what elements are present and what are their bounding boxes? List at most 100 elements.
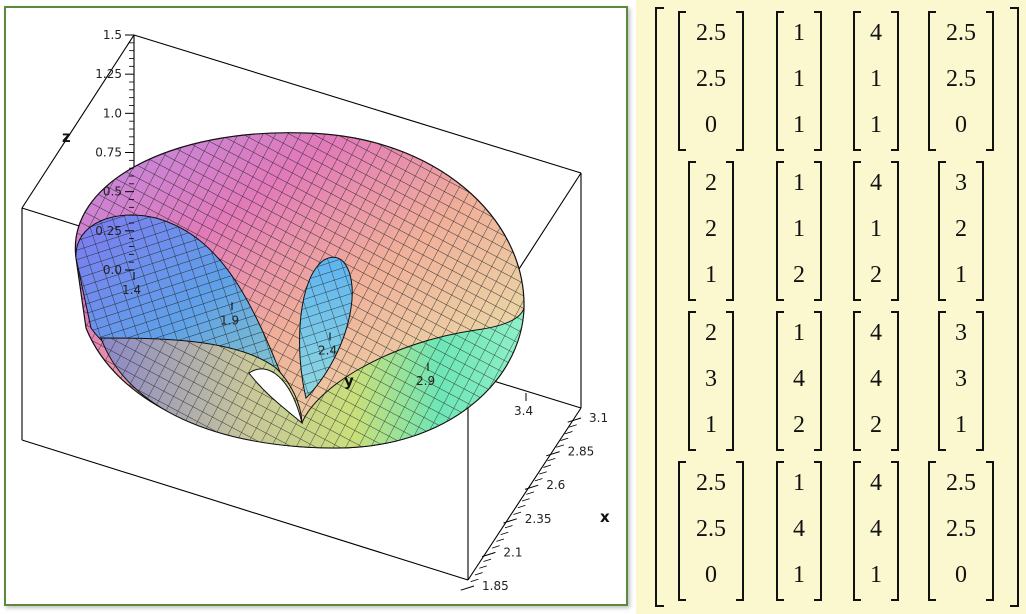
z-axis-label: z xyxy=(62,128,71,146)
matrix-cell: 1 xyxy=(793,170,805,196)
vector-bracket-right xyxy=(976,311,984,451)
matrix-cell: 1 xyxy=(870,216,882,242)
outer-bracket-left xyxy=(655,7,664,607)
vector-bracket-left xyxy=(688,311,696,451)
matrix-cell: 0 xyxy=(705,562,717,588)
vector-bracket-left xyxy=(938,311,946,451)
matrix-vector: 2.5 2.5 0 xyxy=(928,461,994,601)
matrix-cell: 1 xyxy=(793,112,805,138)
matrix-vector: 111 xyxy=(776,11,822,151)
matrix-cell: 0 xyxy=(955,562,967,588)
x-tick-label: 2.35 xyxy=(525,512,552,526)
vector-bracket-right xyxy=(726,311,734,451)
matrix-cell: 2.5 xyxy=(696,516,726,542)
matrix-cell: 3 xyxy=(955,320,967,346)
vector-bracket-left xyxy=(776,161,784,301)
z-axis-ticks: 1.51.251.00.750.50.250.0 xyxy=(95,28,134,277)
matrix-cell: 4 xyxy=(870,170,882,196)
vector-bracket-right xyxy=(726,161,734,301)
matrix-cell: 1 xyxy=(955,262,967,288)
vector-bracket-right xyxy=(891,461,899,601)
matrix-cell: 1 xyxy=(793,562,805,588)
vector-bracket-left xyxy=(776,311,784,451)
box-edge xyxy=(467,407,582,581)
y-axis-ticks: 1.41.92.42.93.4 xyxy=(122,272,533,418)
x-minor-tick xyxy=(547,457,556,462)
vector-bracket-right xyxy=(986,11,994,151)
vector-bracket-left xyxy=(678,461,686,601)
x-minor-tick xyxy=(517,504,526,509)
matrix-vector: 1 4 2 xyxy=(776,311,822,451)
x-major-tick xyxy=(503,518,517,524)
x-minor-tick xyxy=(543,464,552,468)
matrix-vector: 231 xyxy=(688,311,734,451)
matrix-cell: 2.5 xyxy=(946,516,976,542)
matrix-cell: 2.5 xyxy=(696,470,726,496)
matrix-cell: 1 xyxy=(870,112,882,138)
matrix-vector: 442 xyxy=(853,311,899,451)
matrix-cell: 4 xyxy=(793,516,805,542)
x-tick-label: 2.85 xyxy=(568,445,595,459)
matrix-cell: 2 xyxy=(955,216,967,242)
y-tick-label: 3.4 xyxy=(514,404,533,418)
vector-bracket-left xyxy=(678,11,686,151)
torus-3d-plot[interactable]: 1.51.251.00.750.50.250.0 3.12.852.62.352… xyxy=(6,8,626,604)
outer-bracket-right xyxy=(1010,7,1019,607)
matrix-cell: 3 xyxy=(705,366,717,392)
matrix-vector: 411 xyxy=(853,11,899,151)
matrix-cell: 1 xyxy=(793,216,805,242)
z-tick-label: 1.0 xyxy=(103,106,122,120)
box-edge xyxy=(21,34,135,209)
matrix-cell: 2.5 xyxy=(946,470,976,496)
matrix-vector: 331 xyxy=(938,311,984,451)
y-tick-label: 1.4 xyxy=(122,283,141,297)
vector-bracket-right xyxy=(814,11,822,151)
x-minor-tick xyxy=(479,565,487,569)
matrix-cell: 0 xyxy=(955,112,967,138)
torus-white-gap xyxy=(248,368,303,425)
vector-bracket-left xyxy=(776,11,784,151)
matrix-vector: 221 xyxy=(688,161,734,301)
matrix-vector: 2.52.50 xyxy=(928,11,994,151)
matrix-cell: 1 xyxy=(793,20,805,46)
vector-bracket-right xyxy=(736,11,744,151)
box-edge xyxy=(21,439,469,581)
vector-bracket-right xyxy=(736,461,744,601)
matrix-cells: 2.52.501114112.52.5022111241232123114244… xyxy=(678,11,994,601)
vector-bracket-right xyxy=(814,461,822,601)
x-tick-label: 3.1 xyxy=(589,411,608,425)
matrix-cell: 2 xyxy=(705,170,717,196)
x-minor-tick xyxy=(526,491,535,495)
z-tick-label: 0.5 xyxy=(103,185,122,199)
vector-bracket-right xyxy=(976,161,984,301)
vector-bracket-right xyxy=(891,161,899,301)
x-tick-label: 1.85 xyxy=(482,579,509,593)
x-minor-tick xyxy=(556,444,565,448)
x-tick-label: 2.1 xyxy=(503,545,522,559)
matrix-cell: 4 xyxy=(870,470,882,496)
matrix-cell: 1 xyxy=(793,320,805,346)
torus-surface[interactable] xyxy=(74,132,525,449)
matrix-cell: 2.5 xyxy=(696,66,726,92)
x-axis-ticks: 3.12.852.62.352.11.85 xyxy=(460,411,608,593)
matrix-cell: 2 xyxy=(705,320,717,346)
matrix-cell: 2 xyxy=(793,412,805,438)
x-minor-tick xyxy=(539,471,547,475)
matrix-cell: 1 xyxy=(870,66,882,92)
vector-bracket-right xyxy=(986,461,994,601)
matrix-cell: 2.5 xyxy=(946,20,976,46)
matrix-vector: 441 xyxy=(853,461,899,601)
vector-bracket-left xyxy=(938,161,946,301)
matrix-vector: 2.5 2.5 0 xyxy=(678,461,744,601)
matrix-vector: 2.52.50 xyxy=(678,11,744,151)
matrix-cell: 4 xyxy=(793,366,805,392)
vector-bracket-left xyxy=(776,461,784,601)
x-minor-tick xyxy=(491,545,500,549)
vector-bracket-right xyxy=(891,11,899,151)
matrix-cell: 1 xyxy=(705,262,717,288)
vector-bracket-left xyxy=(928,461,936,601)
vector-bracket-left xyxy=(853,161,861,301)
vector-bracket-left xyxy=(928,11,936,151)
